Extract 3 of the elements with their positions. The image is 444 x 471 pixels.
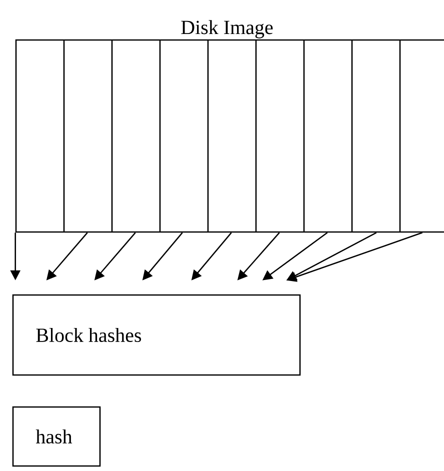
- disk-image-drawing: Disk Image: [15, 20, 444, 233]
- text-box: hash: [12, 406, 101, 467]
- text-box: Block hashes: [12, 294, 301, 376]
